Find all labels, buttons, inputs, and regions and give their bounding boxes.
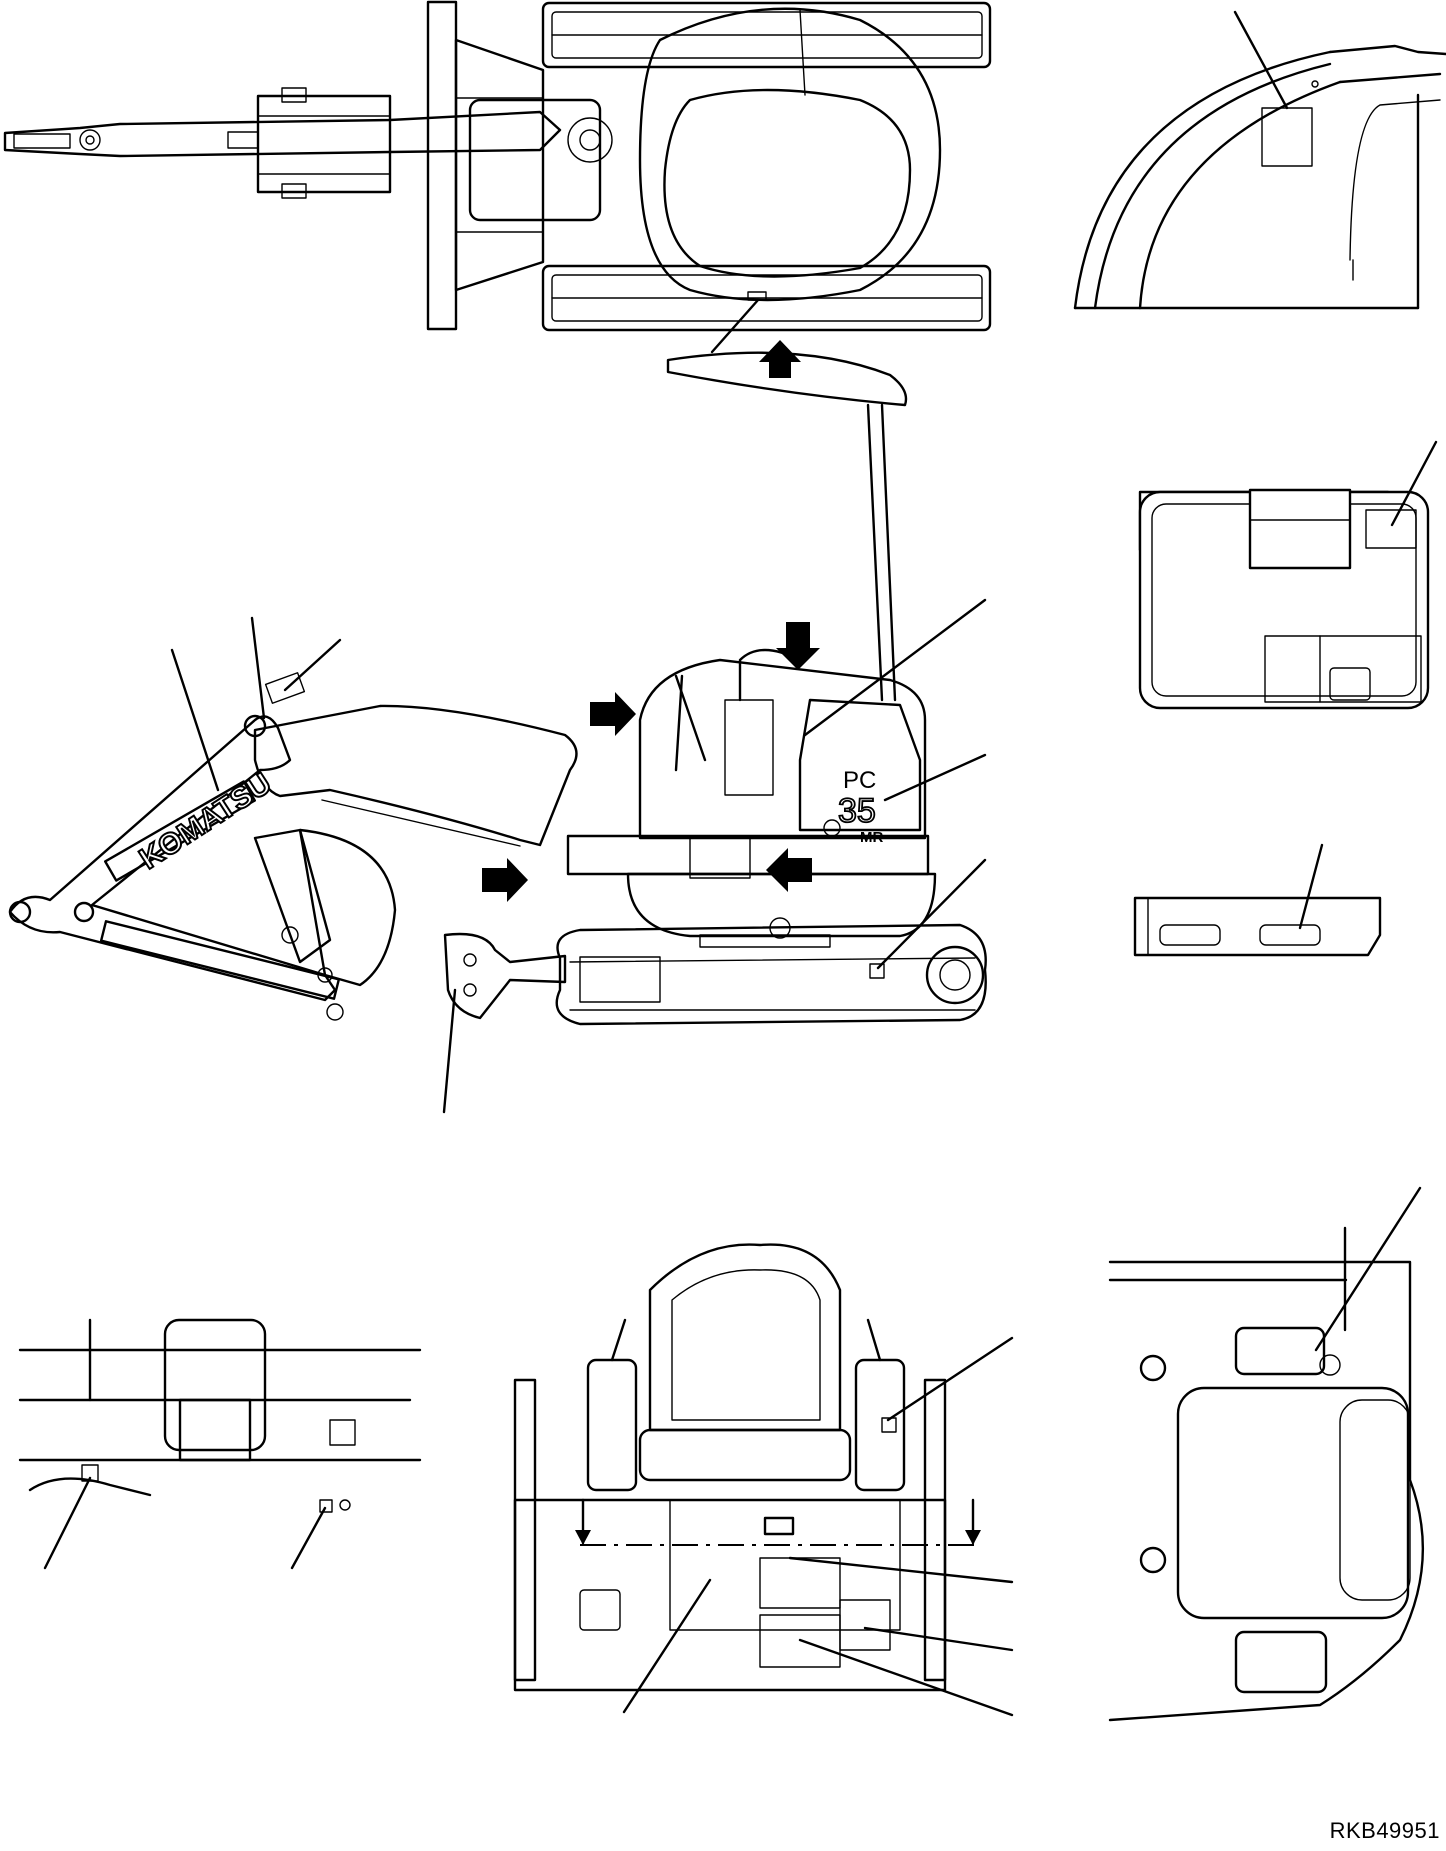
lever-box-detail bbox=[1133, 843, 1382, 957]
leader-boom-top bbox=[250, 616, 266, 720]
decal-console bbox=[1365, 509, 1417, 549]
lever-box bbox=[1133, 896, 1382, 957]
leader-console bbox=[1390, 440, 1438, 527]
right-frame bbox=[923, 1378, 947, 1682]
decal-seat-top bbox=[1319, 1354, 1341, 1376]
sprocket bbox=[925, 945, 985, 1005]
leader-floor-right bbox=[290, 1506, 327, 1570]
track-lower bbox=[541, 264, 992, 332]
leader-cab-side bbox=[803, 598, 987, 737]
track-upper bbox=[541, 1, 992, 69]
leader-floor-plate-a bbox=[788, 1556, 1014, 1584]
decal-swing-body bbox=[689, 835, 751, 879]
seat-top bbox=[663, 88, 912, 278]
seat-top-control bbox=[1234, 1326, 1326, 1376]
leader-floor-plate-d bbox=[622, 1578, 712, 1714]
model-decal-pc: PC bbox=[843, 767, 876, 794]
seat-top-detail bbox=[1108, 1186, 1425, 1722]
bucket-cylinder bbox=[99, 920, 341, 1000]
arm-top bbox=[3, 110, 562, 158]
leader-lever-box bbox=[1298, 843, 1324, 930]
bucket-side bbox=[298, 828, 397, 987]
leader-right-lever bbox=[886, 1336, 1014, 1422]
decal-floor-plate-2 bbox=[839, 1599, 891, 1651]
right-lever bbox=[854, 1358, 906, 1492]
decal-floor-right bbox=[319, 1499, 333, 1513]
decal-track-frame bbox=[869, 963, 885, 979]
upper-structure-top bbox=[638, 7, 942, 302]
control-panel bbox=[724, 699, 774, 796]
arm-side bbox=[8, 715, 337, 1002]
left-frame bbox=[513, 1378, 537, 1682]
view-arrow-down bbox=[776, 622, 820, 670]
leader-floor-plate-c bbox=[798, 1638, 1014, 1717]
leader-seat-top-b bbox=[1314, 1186, 1422, 1352]
top-view-machine bbox=[3, 0, 992, 378]
blade-side bbox=[443, 932, 567, 1020]
view-arrow-left bbox=[766, 848, 812, 892]
canopy-roof bbox=[666, 351, 908, 407]
leader-blade bbox=[442, 988, 457, 1114]
view-arrow-right-lower bbox=[482, 858, 528, 902]
decal-floor-plate bbox=[759, 1557, 841, 1609]
view-arrow-right-upper bbox=[590, 692, 636, 736]
undercarriage-side bbox=[555, 923, 987, 1026]
cab-roof-detail bbox=[1073, 10, 1446, 310]
decal-lever-box bbox=[1259, 924, 1321, 946]
floor-pedestal bbox=[163, 1318, 267, 1452]
console-detail bbox=[1138, 440, 1438, 710]
leader-track-frame bbox=[876, 858, 987, 970]
drawing-code: RKB49951 bbox=[1329, 1818, 1440, 1843]
upper-body-side bbox=[638, 658, 927, 840]
arm-brand-decal: KOMATSU bbox=[134, 767, 277, 876]
floor-left-detail bbox=[18, 1318, 422, 1570]
view-arrow-up bbox=[759, 340, 801, 378]
decal-boom bbox=[264, 672, 306, 704]
model-decal-number: 35 bbox=[838, 792, 876, 830]
side-view-machine: KOMATSU PC 35 MR bbox=[8, 351, 987, 1114]
leader-top-view bbox=[710, 298, 760, 354]
boom-side bbox=[253, 704, 578, 847]
seat-top-cushion bbox=[1176, 1386, 1410, 1620]
seat-front-detail bbox=[513, 1243, 1014, 1717]
blade-top bbox=[426, 0, 458, 331]
leader-boom-plate bbox=[283, 638, 342, 692]
leader-floor-plate-b bbox=[863, 1626, 1014, 1652]
leader-cab-roof bbox=[1233, 10, 1289, 110]
handle bbox=[763, 1516, 795, 1536]
seat-backrest bbox=[648, 1243, 842, 1432]
leader-floor-left bbox=[43, 1476, 92, 1570]
bucket-top bbox=[256, 94, 392, 194]
leader-model-badge bbox=[883, 753, 987, 802]
model-decal-suffix: MR bbox=[860, 829, 883, 846]
arm-cylinder bbox=[104, 780, 256, 882]
left-lever bbox=[586, 1358, 638, 1492]
leader-arm-decal bbox=[170, 648, 220, 792]
decal-cab-roof bbox=[1261, 107, 1313, 167]
seat-cushion bbox=[638, 1428, 852, 1482]
